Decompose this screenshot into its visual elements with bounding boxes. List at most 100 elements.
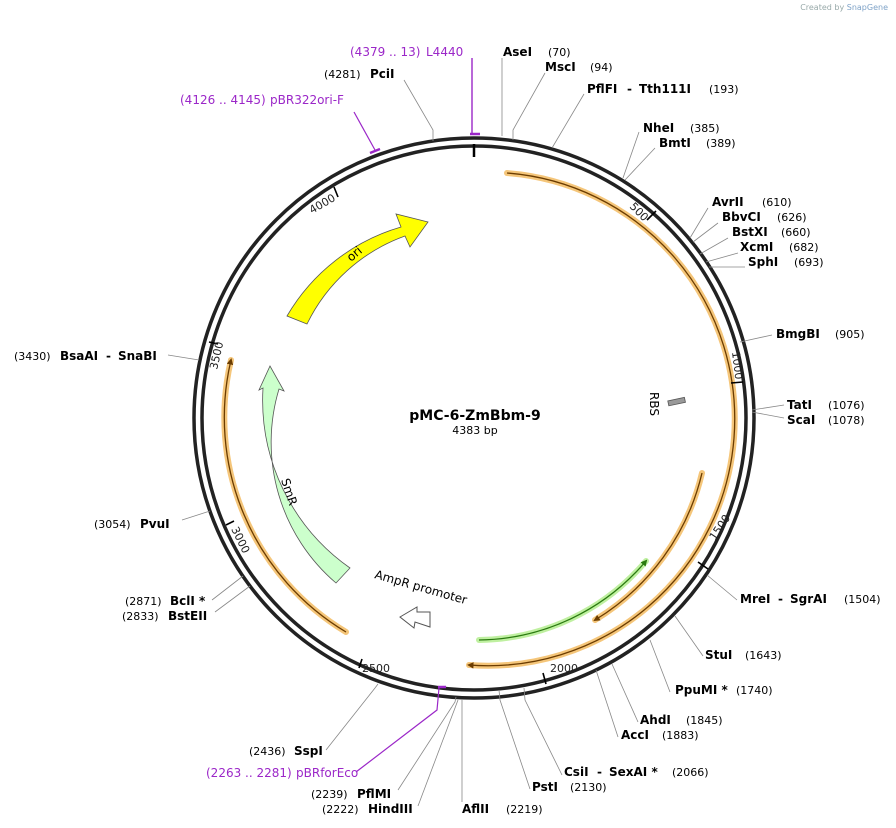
svg-text:XcmI: XcmI <box>740 240 773 254</box>
snapgene-watermark: Created by SnapGene <box>800 3 888 12</box>
svg-text:4000: 4000 <box>307 191 338 216</box>
svg-text:(2436): (2436) <box>249 745 286 758</box>
primer-pbr322ori-f: (4126 .. 4145) pBR322ori-F <box>180 93 344 107</box>
svg-text:(389): (389) <box>706 137 736 150</box>
svg-text:SspI: SspI <box>294 744 323 758</box>
svg-text:PflFI: PflFI <box>587 82 617 96</box>
svg-text:(385): (385) <box>690 122 720 135</box>
svg-text:AflII: AflII <box>462 802 489 816</box>
svg-text:(2130): (2130) <box>570 781 607 794</box>
enzyme-stuI: StuI (1643) <box>705 648 782 662</box>
svg-text:(1504): (1504) <box>844 593 881 606</box>
enzyme-pflFI-tth111I: PflFI - Tth111I (193) <box>587 82 739 96</box>
svg-text:NheI: NheI <box>643 121 674 135</box>
enzyme-avrII: AvrII (610) <box>712 195 792 209</box>
enzyme-ahdI: AhdI (1845) <box>640 713 723 727</box>
svg-text:(610): (610) <box>762 196 792 209</box>
svg-text:(682): (682) <box>789 241 819 254</box>
svg-text:PciI: PciI <box>370 67 395 81</box>
svg-text:AvrII: AvrII <box>712 195 744 209</box>
enzyme-nheI: NheI (385) <box>643 121 720 135</box>
svg-text:(2871): (2871) <box>125 595 162 608</box>
svg-text:(1740): (1740) <box>736 684 773 697</box>
svg-text:MscI: MscI <box>545 60 576 74</box>
enzyme-xcmI: XcmI (682) <box>740 240 819 254</box>
svg-text:L4440: L4440 <box>426 45 463 59</box>
svg-text:HindIII: HindIII <box>368 802 413 816</box>
svg-text:BmtI: BmtI <box>659 136 691 150</box>
enzyme-pstI: PstI (2130) <box>532 780 607 794</box>
svg-text:(1883): (1883) <box>662 729 699 742</box>
svg-text:(94): (94) <box>590 61 613 74</box>
svg-text:CsiI: CsiI <box>564 765 589 779</box>
enzyme-bbvCI: BbvCI (626) <box>722 210 807 224</box>
svg-text:(626): (626) <box>777 211 807 224</box>
enzyme-bstEII: (2833) BstEII <box>122 609 207 623</box>
rbs-label: RBS <box>647 392 661 416</box>
green-feature-arc-line <box>478 559 648 641</box>
svg-text:(70): (70) <box>548 46 571 59</box>
svg-text:PflMI: PflMI <box>357 787 391 801</box>
svg-text:-: - <box>778 592 783 606</box>
svg-text:(1845): (1845) <box>686 714 723 727</box>
tick-3500: 3500 <box>207 340 226 370</box>
primer-marks <box>353 58 480 773</box>
enzyme-sspI: (2436) SspI <box>249 744 323 758</box>
enzyme-scaI: ScaI (1078) <box>787 413 865 427</box>
svg-text:SnaBI: SnaBI <box>118 349 157 363</box>
svg-text:AseI: AseI <box>503 45 532 59</box>
svg-text:(693): (693) <box>794 256 824 269</box>
svg-text:StuI: StuI <box>705 648 732 662</box>
svg-text:2500: 2500 <box>362 662 390 675</box>
plasmid-name: pMC-6-ZmBbm-9 <box>409 408 540 424</box>
enzyme-pvuI: (3054) PvuI <box>94 517 170 531</box>
svg-text:AhdI: AhdI <box>640 713 671 727</box>
enzyme-aflII: AflII (2219) <box>462 802 543 816</box>
svg-text:(1078): (1078) <box>828 414 865 427</box>
svg-text:MreI: MreI <box>740 592 770 606</box>
enzyme-bsaAI-snaBI: (3430) BsaAI - SnaBI <box>14 349 157 363</box>
svg-text:BstEII: BstEII <box>168 609 207 623</box>
rbs-feature <box>667 396 686 407</box>
tick-2000: 2000 <box>542 662 578 685</box>
enzyme-mreI-sgrAI: MreI - SgrAI (1504) <box>740 592 881 606</box>
svg-text:(905): (905) <box>835 328 865 341</box>
orf-left-arc-line <box>223 358 347 633</box>
enzyme-sphI: SphI (693) <box>748 255 824 269</box>
svg-text:SexAI *: SexAI * <box>609 765 658 779</box>
svg-text:BmgBI: BmgBI <box>776 327 820 341</box>
svg-text:(2219): (2219) <box>506 803 543 816</box>
enzyme-bmtI: BmtI (389) <box>659 136 736 150</box>
svg-text:(3054): (3054) <box>94 518 131 531</box>
svg-text:PstI: PstI <box>532 780 558 794</box>
enzyme-pflMI: (2239) PflMI <box>311 787 391 801</box>
svg-text:TatI: TatI <box>787 398 812 412</box>
enzyme-bmgBI: BmgBI (905) <box>776 327 865 341</box>
svg-text:pBR322ori-F: pBR322ori-F <box>270 93 344 107</box>
svg-text:(193): (193) <box>709 83 739 96</box>
svg-text:(1076): (1076) <box>828 399 865 412</box>
svg-text:(2833): (2833) <box>122 610 159 623</box>
svg-text:(4126 .. 4145): (4126 .. 4145) <box>180 93 266 107</box>
enzyme-csiI-sexAI: CsiI - SexAI * (2066) <box>564 765 709 779</box>
svg-text:ScaI: ScaI <box>787 413 815 427</box>
svg-text:PpuMI *: PpuMI * <box>675 683 729 697</box>
svg-text:(2239): (2239) <box>311 788 348 801</box>
orf-right-arc-line <box>467 172 736 669</box>
enzyme-accI: AccI (1883) <box>621 728 699 742</box>
svg-text:(1643): (1643) <box>745 649 782 662</box>
svg-text:3500: 3500 <box>207 340 226 370</box>
svg-text:PvuI: PvuI <box>140 517 170 531</box>
svg-text:(2222): (2222) <box>322 803 359 816</box>
watermark-prefix: Created by <box>800 3 845 12</box>
svg-text:pBRforEco: pBRforEco <box>296 766 358 780</box>
ori-feature-arrow <box>286 213 429 325</box>
svg-text:(660): (660) <box>781 226 811 239</box>
svg-text:SgrAI: SgrAI <box>790 592 827 606</box>
svg-text:BsaAI: BsaAI <box>60 349 98 363</box>
enzyme-leaders <box>167 58 785 807</box>
primer-l4440: (4379 .. 13) L4440 <box>350 45 463 59</box>
enzyme-hindIII: (2222) HindIII <box>322 802 413 816</box>
orf-inner-arc-line <box>593 472 703 622</box>
enzyme-bclI: (2871) BclI * <box>125 594 206 608</box>
